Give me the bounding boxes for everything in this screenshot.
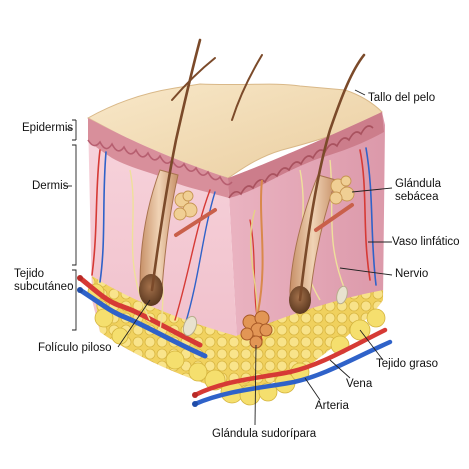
label-hair-follicle: Folículo piloso (38, 342, 112, 354)
sweat-gland-coil (240, 310, 273, 349)
dermal-papillae-side (228, 125, 374, 199)
dermal-papillae-front (87, 139, 233, 186)
label-artery: Arteria (315, 400, 349, 412)
leader-lines (64, 89, 393, 426)
label-nerve: Nervio (395, 268, 429, 280)
label-sebaceous-2: sebácea (395, 191, 439, 203)
arrector-pili-right (314, 203, 354, 232)
blood-vessels (77, 147, 393, 407)
label-sweat-gland: Glándula sudorípara (212, 428, 317, 440)
hair-shafts (150, 38, 366, 302)
sebaceous-gland-right (329, 175, 355, 205)
subcutaneous-fat-side (236, 290, 383, 395)
label-sebaceous-1: Glándula (395, 178, 442, 190)
label-fat-tissue: Tejido graso (376, 358, 439, 370)
label-subcutaneous-2: subcutáneo (14, 281, 74, 293)
label-dermis: Dermis (32, 180, 69, 192)
sebaceous-gland-left (173, 190, 198, 221)
label-subcutaneous-1: Tejido (14, 268, 45, 280)
epidermis-layer-side (228, 112, 384, 198)
pacinian-corpuscle (182, 315, 198, 337)
pacinian-corpuscle-side (336, 285, 348, 305)
label-hair-shaft: Tallo del pelo (368, 92, 436, 104)
label-lymph-vessel: Vaso linfático (392, 236, 460, 248)
label-vein: Vena (346, 378, 373, 390)
label-epidermis: Epidermis (22, 122, 74, 134)
arrector-pili-left (174, 208, 217, 237)
sweat-gland-duct (257, 179, 264, 313)
